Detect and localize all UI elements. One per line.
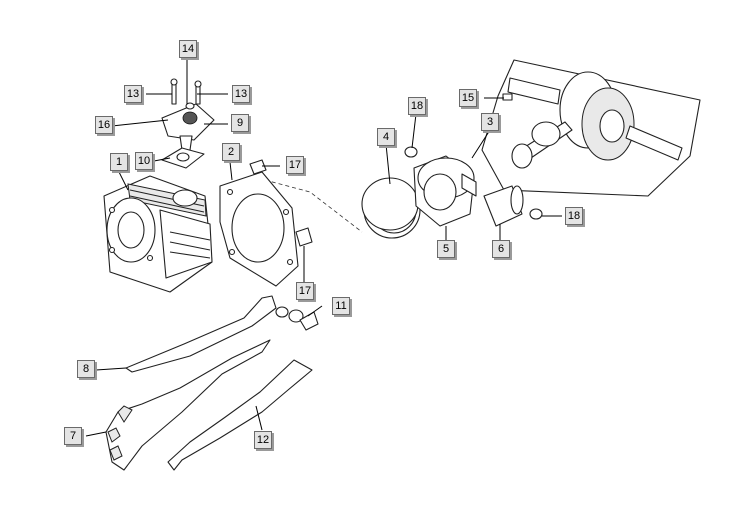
callout-13-right: 13 <box>232 85 250 103</box>
dowel-pin-top <box>249 159 267 175</box>
piston-pin <box>483 185 524 227</box>
callout-13-left: 13 <box>124 85 142 103</box>
guide-bolt-washer <box>275 306 319 331</box>
circlip-top <box>404 146 418 158</box>
callout-3: 3 <box>481 113 499 131</box>
callout-1: 1 <box>110 153 128 171</box>
callout-9: 9 <box>231 114 249 132</box>
crankshaft-assembly <box>481 59 701 197</box>
callout-7: 7 <box>64 427 82 445</box>
callout-12: 12 <box>254 431 272 449</box>
callout-11: 11 <box>332 297 350 315</box>
callout-10: 10 <box>135 152 153 170</box>
callout-4: 4 <box>377 128 395 146</box>
callout-18-top: 18 <box>408 97 426 115</box>
chain-tensioner <box>161 78 215 169</box>
alignment-dashed-line <box>264 179 363 233</box>
dowel-pin-bottom <box>295 227 313 247</box>
callout-6: 6 <box>492 240 510 258</box>
leader-lines <box>85 58 562 437</box>
callout-18-right: 18 <box>565 207 583 225</box>
callout-14: 14 <box>179 40 197 58</box>
callout-5: 5 <box>437 240 455 258</box>
callout-15: 15 <box>459 89 477 107</box>
woodruff-key <box>502 93 513 101</box>
callout-16: 16 <box>95 116 113 134</box>
callout-17-bottom: 17 <box>296 282 314 300</box>
piston <box>413 155 477 227</box>
timing-chain <box>105 339 271 471</box>
tensioner-slipper <box>125 295 277 373</box>
callout-2: 2 <box>222 143 240 161</box>
chain-guide <box>167 359 313 471</box>
circlip-right <box>529 208 543 220</box>
piston-rings <box>361 177 421 239</box>
callout-8: 8 <box>77 360 95 378</box>
callout-17-top: 17 <box>286 156 304 174</box>
cylinder-gasket <box>219 171 299 287</box>
cylinder-block <box>103 175 213 293</box>
